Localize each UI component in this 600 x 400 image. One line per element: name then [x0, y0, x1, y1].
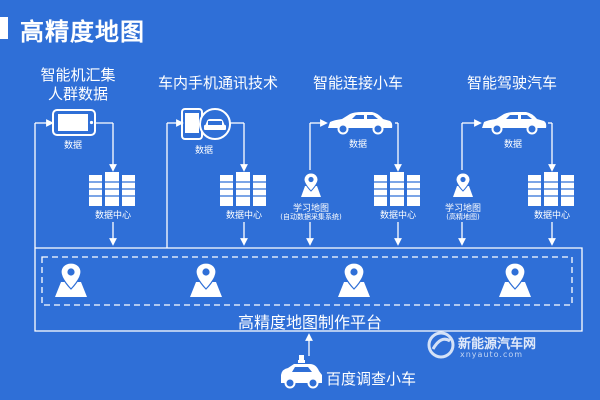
data-center-label: 数据中心 [379, 211, 416, 221]
learning-map-label: 学习地图 [292, 204, 329, 214]
map-pin-icon [499, 262, 531, 297]
map-pin-icon [301, 172, 321, 197]
map-pin-icon [338, 262, 370, 297]
server-icon [528, 172, 574, 206]
watermark-url: xnyauto.com [460, 350, 524, 359]
title-accent-bar [0, 17, 8, 39]
phone-car-icon [181, 108, 231, 140]
data-label: 数据 [194, 146, 213, 156]
learning-map-sublabel: (自动数据采集系统) [280, 213, 342, 221]
data-center-label: 数据中心 [533, 211, 570, 221]
data-label: 数据 [63, 141, 82, 151]
data-center-label: 数据中心 [94, 211, 131, 221]
learning-map-sublabel: (高精地图) [446, 213, 480, 221]
map-pin-icon [190, 262, 222, 297]
column-title-connected-car: 智能连接小车 [312, 74, 403, 92]
column-title-line2: 人群数据 [47, 85, 108, 103]
data-label: 数据 [348, 140, 367, 150]
watermark-logo-icon [427, 331, 455, 359]
survey-car-icon [281, 355, 322, 389]
watermark-name: 新能源汽车网 [458, 337, 537, 352]
server-icon [89, 172, 135, 206]
car-icon [482, 112, 547, 135]
learning-map-label: 学习地图 [444, 204, 481, 214]
platform-label: 高精度地图制作平台 [237, 313, 382, 332]
map-pin-icon [453, 172, 473, 197]
data-label: 数据 [503, 140, 522, 150]
car-icon [328, 112, 393, 135]
column-title-line1: 智能机汇集 [40, 66, 116, 84]
survey-car-label: 百度调查小车 [326, 370, 417, 388]
server-icon [374, 172, 420, 206]
page-title: 高精度地图 [20, 18, 145, 46]
column-title-smartphone: 智能机汇集 人群数据 [20, 66, 136, 104]
map-pin-icon [55, 262, 87, 297]
phone-icon [52, 109, 96, 136]
data-center-label: 数据中心 [225, 211, 262, 221]
column-title-in-car-phone: 车内手机通讯技术 [157, 74, 278, 92]
column-title-autonomous-car: 智能驾驶汽车 [466, 74, 557, 92]
server-icon [220, 172, 266, 206]
